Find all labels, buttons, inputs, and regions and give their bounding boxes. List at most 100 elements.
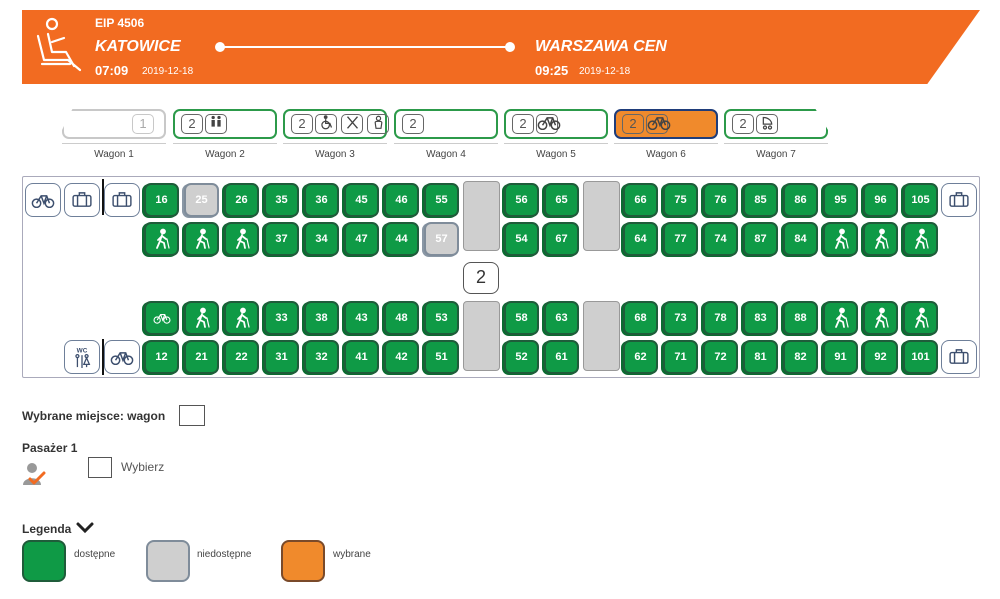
wagon-5-label[interactable]: Wagon 5 <box>536 149 576 160</box>
wagon-label-divider <box>283 143 387 144</box>
seat-36[interactable]: 36 <box>304 183 339 217</box>
standing-seat[interactable] <box>224 222 259 256</box>
standing-seat[interactable] <box>144 222 179 256</box>
seat-91[interactable]: 91 <box>823 340 858 374</box>
seat-87[interactable]: 87 <box>743 222 778 256</box>
seat-35[interactable]: 35 <box>264 183 299 217</box>
wagon-4-label[interactable]: Wagon 4 <box>426 149 466 160</box>
wagon-4-button[interactable]: 2 <box>394 109 498 139</box>
wagon-7-label[interactable]: Wagon 7 <box>756 149 796 160</box>
passenger-label: Pasażer 1 <box>22 441 78 455</box>
seat-54[interactable]: 54 <box>504 222 539 256</box>
seat-22[interactable]: 22 <box>224 340 259 374</box>
standing-seat[interactable] <box>823 222 858 256</box>
seat-92[interactable]: 92 <box>863 340 898 374</box>
family-icon <box>205 114 227 134</box>
choose-seat-label[interactable]: Wybierz <box>121 460 165 474</box>
seat-32[interactable]: 32 <box>304 340 339 374</box>
wc: WC <box>64 340 100 374</box>
seat-95[interactable]: 95 <box>823 183 858 217</box>
seat-83[interactable]: 83 <box>743 301 778 335</box>
seat-41[interactable]: 41 <box>344 340 379 374</box>
seat-85[interactable]: 85 <box>743 183 778 217</box>
seat-45[interactable]: 45 <box>344 183 379 217</box>
seat-67[interactable]: 67 <box>544 222 579 256</box>
bicycle-space[interactable] <box>144 301 179 335</box>
wall-divider <box>102 179 104 215</box>
seat-96[interactable]: 96 <box>863 183 898 217</box>
standing-seat[interactable] <box>224 301 259 335</box>
seat-52[interactable]: 52 <box>504 340 539 374</box>
seat-62[interactable]: 62 <box>623 340 658 374</box>
standing-seat[interactable] <box>863 222 898 256</box>
seat-75[interactable]: 75 <box>663 183 698 217</box>
standing-seat[interactable] <box>863 301 898 335</box>
seat-65[interactable]: 65 <box>544 183 579 217</box>
standing-seat[interactable] <box>184 222 219 256</box>
seat-43[interactable]: 43 <box>344 301 379 335</box>
luggage-storage <box>104 183 140 217</box>
wagon-6-button[interactable]: 2 <box>614 109 718 139</box>
walking-person-icon <box>195 228 210 249</box>
seat-63[interactable]: 63 <box>544 301 579 335</box>
seat-21[interactable]: 21 <box>184 340 219 374</box>
standing-seat[interactable] <box>903 222 938 256</box>
walking-person-icon <box>874 307 889 328</box>
seat-44[interactable]: 44 <box>384 222 419 256</box>
seat-81[interactable]: 81 <box>743 340 778 374</box>
seat-77[interactable]: 77 <box>663 222 698 256</box>
seat-53[interactable]: 53 <box>424 301 459 335</box>
seat-82[interactable]: 82 <box>783 340 818 374</box>
wagon-7-button[interactable]: 2 <box>724 109 828 139</box>
seat-51[interactable]: 51 <box>424 340 459 374</box>
seat-16[interactable]: 16 <box>144 183 179 217</box>
standing-seat[interactable] <box>823 301 858 335</box>
seat-88[interactable]: 88 <box>783 301 818 335</box>
seat-56[interactable]: 56 <box>504 183 539 217</box>
seat-58[interactable]: 58 <box>504 301 539 335</box>
seat-55[interactable]: 55 <box>424 183 459 217</box>
seat-38[interactable]: 38 <box>304 301 339 335</box>
seat-61[interactable]: 61 <box>544 340 579 374</box>
seat-66[interactable]: 66 <box>623 183 658 217</box>
table <box>463 181 500 251</box>
seat-72[interactable]: 72 <box>703 340 738 374</box>
legend-title[interactable]: Legenda <box>22 522 72 536</box>
seat-84[interactable]: 84 <box>783 222 818 256</box>
wagon-5-button[interactable]: 2 <box>504 109 608 139</box>
seat-101[interactable]: 101 <box>903 340 938 374</box>
wagon-3-button[interactable]: 2 <box>283 109 389 139</box>
seat-105[interactable]: 105 <box>903 183 938 217</box>
seat-34[interactable]: 34 <box>304 222 339 256</box>
seat-37[interactable]: 37 <box>264 222 299 256</box>
choose-seat-checkbox[interactable] <box>88 457 112 478</box>
wagon-1-label[interactable]: Wagon 1 <box>94 149 134 160</box>
wagon-2-button[interactable]: 2 <box>173 109 277 139</box>
seat-31[interactable]: 31 <box>264 340 299 374</box>
seat-12[interactable]: 12 <box>144 340 179 374</box>
seat-47[interactable]: 47 <box>344 222 379 256</box>
seat-33[interactable]: 33 <box>264 301 299 335</box>
seat-64[interactable]: 64 <box>623 222 658 256</box>
seat-86[interactable]: 86 <box>783 183 818 217</box>
seat-48[interactable]: 48 <box>384 301 419 335</box>
seat-46[interactable]: 46 <box>384 183 419 217</box>
wagon-3-label[interactable]: Wagon 3 <box>315 149 355 160</box>
seat-42[interactable]: 42 <box>384 340 419 374</box>
wagon-2-label[interactable]: Wagon 2 <box>205 149 245 160</box>
seat-74[interactable]: 74 <box>703 222 738 256</box>
wagon-6-label[interactable]: Wagon 6 <box>646 149 686 160</box>
seat-71[interactable]: 71 <box>663 340 698 374</box>
seat-73[interactable]: 73 <box>663 301 698 335</box>
seat-78[interactable]: 78 <box>703 301 738 335</box>
seat-26[interactable]: 26 <box>224 183 259 217</box>
walking-person-icon <box>834 307 849 328</box>
chevron-down-icon[interactable] <box>75 520 95 536</box>
seat-76[interactable]: 76 <box>703 183 738 217</box>
bicycle-icon <box>646 114 671 134</box>
arrival-city: WARSZAWA CEN <box>535 38 667 55</box>
train-number: EIP 4506 <box>95 16 145 30</box>
standing-seat[interactable] <box>903 301 938 335</box>
seat-68[interactable]: 68 <box>623 301 658 335</box>
standing-seat[interactable] <box>184 301 219 335</box>
